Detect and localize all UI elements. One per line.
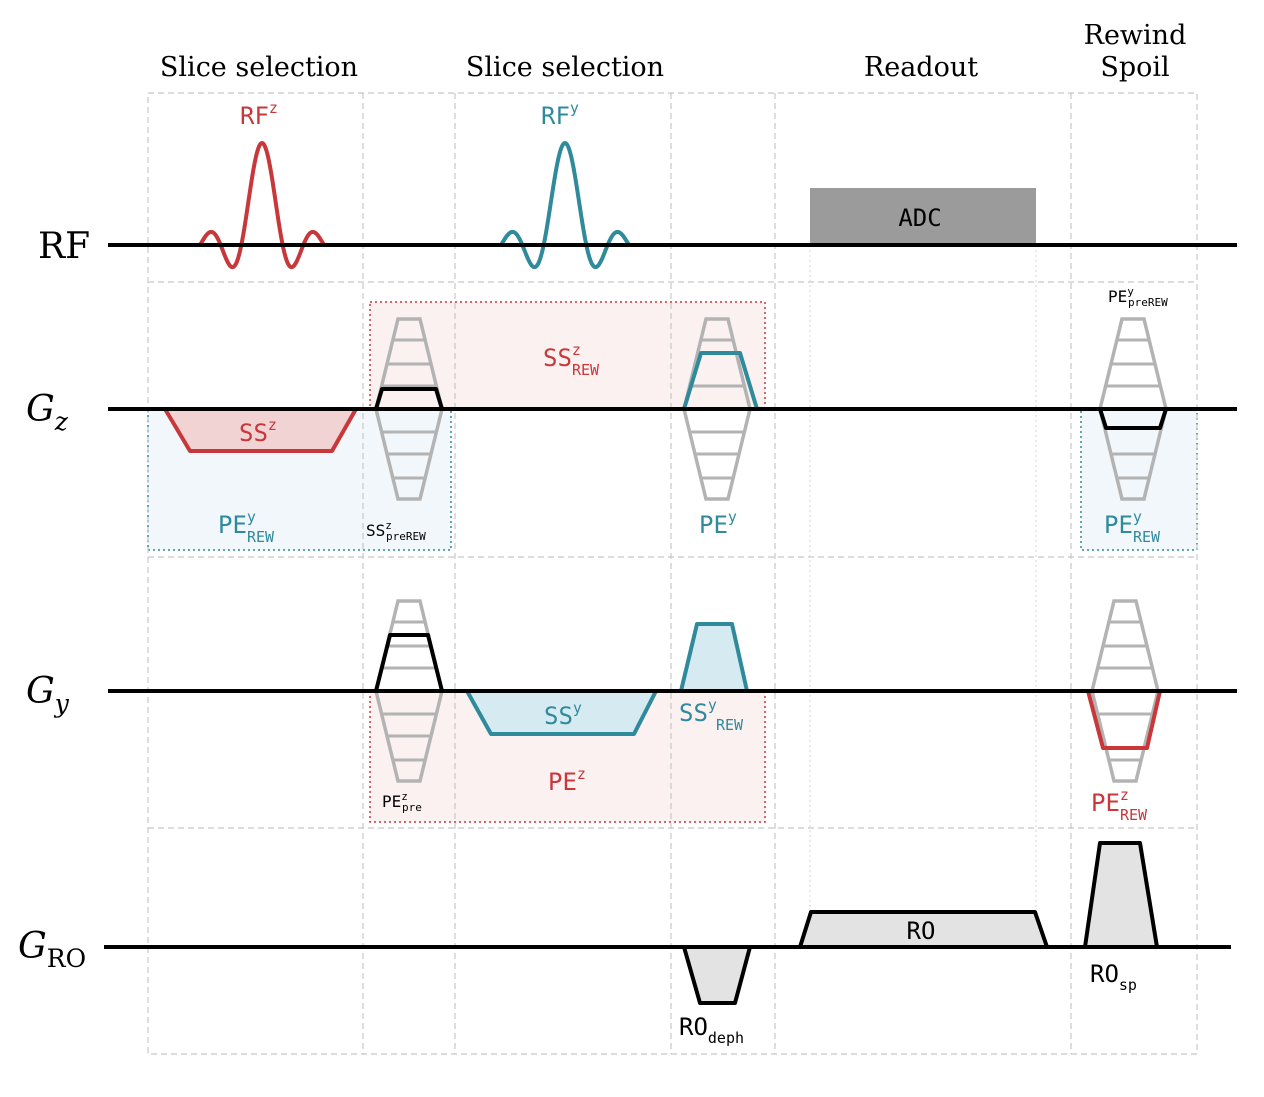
pe-y-trapezoid: [682, 351, 759, 410]
pe-z-pre-trapezoid: [374, 633, 444, 692]
row-label-gz: Gz: [26, 389, 69, 436]
pe-y-prerew-trapezoid: [1098, 408, 1168, 430]
rf-z-pulse: [198, 141, 326, 270]
header-slice-selection-2: Slice selection: [466, 52, 664, 83]
ro-sp-label: ROsp: [1090, 960, 1137, 994]
header-slice-selection-1: Slice selection: [160, 52, 358, 83]
rf-z-label: RFz: [240, 99, 278, 130]
ss-z-prerew-trapezoid: [374, 387, 444, 410]
pe-z-label: PEz: [548, 765, 586, 796]
ss-z-label: SSz: [239, 416, 277, 447]
ss-y-rew-trapezoid: [679, 622, 749, 693]
rf-y-label: RFy: [541, 99, 579, 130]
adc-block: [810, 188, 1036, 245]
ss-y-rew-label: SSyREW: [679, 696, 744, 734]
ss-y-label: SSy: [544, 699, 582, 730]
ro-sp-trapezoid: [1083, 841, 1159, 949]
adc-label: ADC: [898, 204, 941, 232]
rf-y-pulse: [499, 141, 631, 270]
pe-y-label: PEy: [699, 508, 737, 539]
ro-deph-label: ROdeph: [679, 1013, 744, 1047]
ro-label: RO: [907, 917, 936, 945]
row-label-rf: RF: [38, 226, 90, 267]
header-spoil: Spoil: [1100, 52, 1169, 83]
grid: [147, 92, 1198, 1055]
header-rewind: Rewind: [1084, 20, 1187, 51]
row-label-gro: GRO: [18, 926, 86, 973]
row-label-gy: Gy: [26, 671, 70, 718]
pe-z-rew-trapezoid: [1086, 690, 1162, 750]
ro-deph-trapezoid: [682, 945, 752, 1005]
header-readout: Readout: [864, 52, 978, 83]
